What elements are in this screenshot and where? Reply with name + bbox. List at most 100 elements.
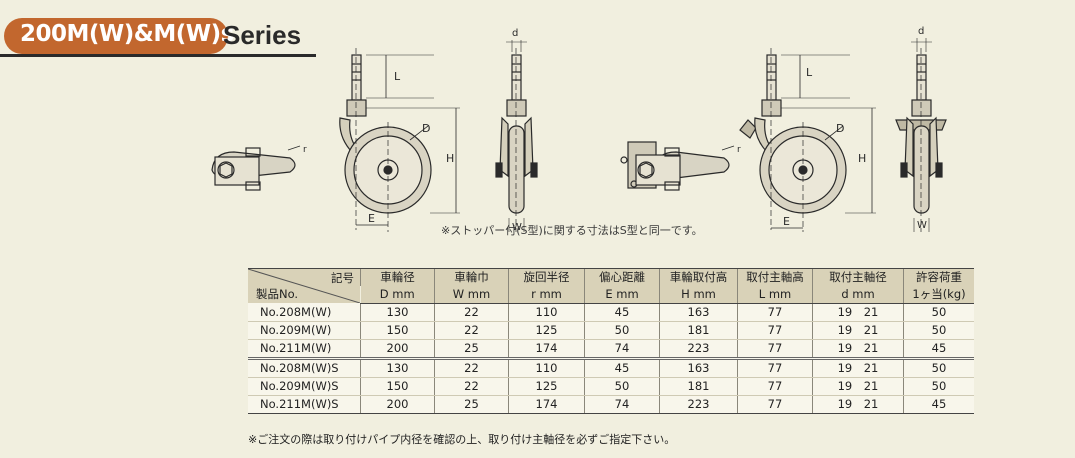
col-unit-swivel-radius: r mm: [508, 285, 585, 304]
caster-technical-drawing: r L H D: [211, 26, 947, 233]
title-underline: [0, 54, 316, 57]
col-unit-wheel-diameter: D mm: [360, 285, 435, 304]
cell-value: 45: [903, 395, 974, 414]
cell-value: 45: [584, 303, 660, 322]
cell-value: 45: [903, 339, 974, 359]
front-view-stopper: d W: [895, 26, 947, 232]
cell-value: 77: [737, 395, 813, 414]
table-corner-cell: 記号 製品No.: [248, 268, 361, 303]
cell-value: 223: [659, 339, 738, 359]
cell-value: 200: [360, 339, 435, 359]
label-W-1: W: [512, 222, 522, 233]
col-unit-stem-diameter: d mm: [812, 285, 904, 304]
cell-value: 50: [903, 303, 974, 322]
col-unit-load-capacity: 1ヶ当(kg): [903, 285, 974, 304]
cell-value: 50: [903, 377, 974, 396]
cell-value: 110: [508, 356, 585, 378]
cell-value: 25: [434, 339, 509, 359]
cell-value: 22: [434, 356, 509, 378]
corner-diagonal: [248, 269, 360, 303]
label-L-1: L: [394, 70, 401, 83]
cell-product-no: No.209M(W)S: [248, 377, 361, 396]
col-header-mount-height: 車輪取付高: [659, 267, 738, 286]
col-unit-wheel-width: W mm: [434, 285, 509, 304]
cell-product-no: No.211M(W): [248, 339, 361, 359]
cell-value: 77: [737, 377, 813, 396]
cell-value: 50: [584, 321, 660, 340]
cell-value: 50: [903, 321, 974, 340]
cell-value: 45: [584, 356, 660, 378]
col-header-offset: 偏心距離: [584, 267, 660, 286]
corner-label-product-no: 製品No.: [256, 287, 299, 301]
cell-value: 77: [737, 321, 813, 340]
cell-value: 22: [434, 303, 509, 322]
col-header-swivel-radius: 旋回半径: [508, 267, 585, 286]
label-d-1: d: [512, 28, 518, 39]
label-H-1: H: [446, 152, 454, 165]
cell-value: 74: [584, 339, 660, 359]
cell-value: 150: [360, 377, 435, 396]
cell-value: 130: [360, 356, 435, 378]
series-label: Series: [223, 20, 302, 50]
cell-product-no: No.208M(W)S: [248, 356, 361, 378]
col-header-stem-diameter: 取付主軸径: [812, 267, 904, 286]
cell-product-no: No.209M(W): [248, 321, 361, 340]
label-r-1: r: [303, 145, 307, 155]
col-unit-stem-height: L mm: [737, 285, 813, 304]
cell-value: 19 21: [812, 339, 904, 359]
cell-product-no: No.208M(W): [248, 303, 361, 322]
cell-value: 110: [508, 303, 585, 322]
series-title: 200M(W)&M(W)s: [20, 21, 234, 47]
cell-value: 163: [659, 356, 738, 378]
label-L-2: L: [806, 66, 813, 79]
side-view-stopper: L H D E: [739, 48, 876, 232]
col-header-wheel-diameter: 車輪径: [360, 267, 435, 286]
cell-value: 25: [434, 395, 509, 414]
top-view-non-stopper: r: [211, 145, 307, 191]
col-header-load-capacity: 許容荷重: [903, 267, 974, 286]
label-E-1: E: [368, 212, 375, 225]
front-view-non-stopper: d W: [495, 28, 538, 233]
cell-value: 19 21: [812, 377, 904, 396]
col-header-wheel-width: 車輪巾: [434, 267, 509, 286]
label-r-2: r: [737, 145, 741, 155]
drawing-caption: ※ストッパー付(S型)に関する寸法はS型と同一です。: [441, 224, 703, 237]
label-D-1: D: [422, 122, 430, 135]
order-note: ※ご注文の際は取り付けパイプ内径を確認の上、取り付け主軸径を必ずご指定下さい。: [248, 433, 676, 446]
cell-value: 150: [360, 321, 435, 340]
cell-value: 125: [508, 377, 585, 396]
cell-value: 19 21: [812, 395, 904, 414]
col-unit-offset: E mm: [584, 285, 660, 304]
cell-value: 19 21: [812, 303, 904, 322]
cell-value: 19 21: [812, 321, 904, 340]
cell-value: 19 21: [812, 356, 904, 378]
label-E-2: E: [783, 215, 790, 228]
spec-table: 記号 製品No. 車輪径 車輪巾 旋回半径 偏心距離 車輪取付高 取付主軸高 取…: [248, 267, 974, 414]
cell-value: 130: [360, 303, 435, 322]
cell-value: 174: [508, 339, 585, 359]
cell-value: 74: [584, 395, 660, 414]
cell-value: 50: [584, 377, 660, 396]
cell-product-no: No.211M(W)S: [248, 395, 361, 414]
cell-value: 181: [659, 377, 738, 396]
cell-value: 50: [903, 356, 974, 378]
cell-value: 22: [434, 377, 509, 396]
cell-value: 174: [508, 395, 585, 414]
title-banner: [4, 18, 228, 54]
cell-value: 223: [659, 395, 738, 414]
col-unit-mount-height: H mm: [659, 285, 738, 304]
cell-value: 200: [360, 395, 435, 414]
top-view-stopper: r: [620, 141, 741, 191]
label-d-2: d: [918, 26, 924, 37]
col-header-stem-height: 取付主軸高: [737, 267, 813, 286]
label-H-2: H: [858, 152, 866, 165]
cell-value: 77: [737, 356, 813, 378]
cell-value: 77: [737, 303, 813, 322]
label-D-2: D: [836, 122, 844, 135]
